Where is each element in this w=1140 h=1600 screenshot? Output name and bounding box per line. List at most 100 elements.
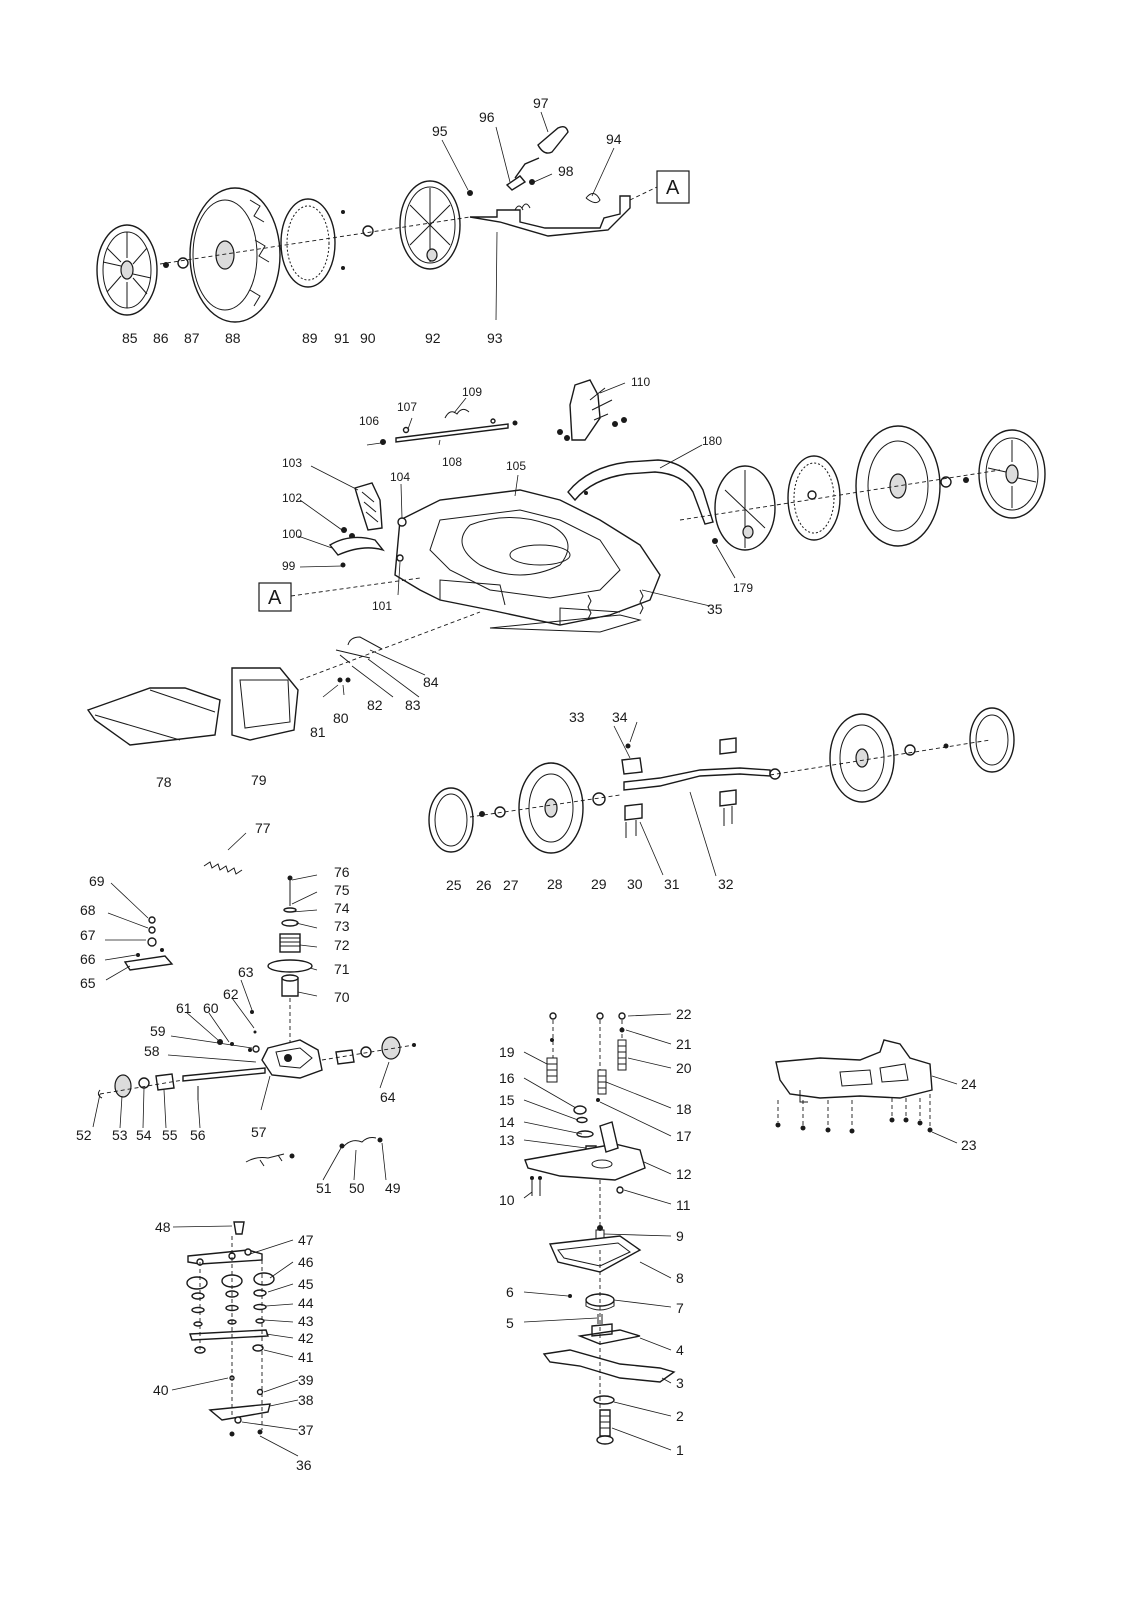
rear-wheel-assembly-top: A [96, 125, 690, 323]
bracket-65 [123, 955, 174, 971]
bearing-27 [494, 806, 506, 818]
screw-91b [341, 266, 345, 270]
label-87: 87 [184, 330, 200, 346]
washer-2 [593, 1395, 615, 1405]
label-180: 180 [702, 434, 722, 448]
label-11: 11 [676, 1197, 691, 1213]
tire-88 [189, 187, 281, 323]
nut-86 [163, 262, 169, 268]
bracket-plate-12 [524, 1121, 646, 1181]
blade-3 [542, 1349, 676, 1383]
callout-a-box-mid [258, 582, 292, 612]
deck-105 [394, 489, 661, 633]
label-27: 27 [503, 877, 519, 893]
bolt-1 [596, 1409, 614, 1445]
label-3: 3 [676, 1375, 684, 1391]
label-105: 105 [506, 459, 526, 473]
label-61: 61 [176, 1000, 192, 1016]
knob-97 [537, 125, 569, 154]
label-34: 34 [612, 709, 628, 725]
label-17: 17 [676, 1128, 692, 1144]
screw-63 [250, 1010, 254, 1014]
part-number-labels: 97 96 95 94 98 85 86 87 88 89 91 90 92 9… [76, 95, 977, 1473]
label-103: 103 [282, 456, 302, 470]
screw-179 [712, 538, 718, 544]
label-74: 74 [334, 900, 350, 916]
front-axle-assembly [428, 707, 1015, 854]
label-106: 106 [359, 414, 379, 428]
rear-flap-24 [775, 1039, 933, 1099]
screw-102 [341, 527, 347, 533]
belt-8 [548, 1235, 642, 1273]
lever-100 [328, 536, 385, 556]
label-19: 19 [499, 1044, 515, 1060]
leader-lines [92, 111, 958, 1457]
label-55: 55 [162, 1127, 178, 1143]
label-40: 40 [153, 1382, 169, 1398]
label-84: 84 [423, 674, 439, 690]
label-36: 36 [296, 1457, 312, 1473]
washer-104 [397, 517, 407, 527]
hub-cap-right [978, 429, 1046, 519]
label-8: 8 [676, 1270, 684, 1286]
label-101: 101 [372, 599, 392, 613]
label-37: 37 [298, 1422, 314, 1438]
label-64: 64 [380, 1089, 396, 1105]
label-52: 52 [76, 1127, 92, 1143]
label-107: 107 [397, 400, 417, 414]
bracket-31 [624, 803, 643, 821]
hub-cap-85 [96, 224, 158, 316]
label-15: 15 [499, 1092, 515, 1108]
label-13: 13 [499, 1132, 515, 1148]
label-77: 77 [255, 820, 271, 836]
label-109: 109 [462, 385, 482, 399]
label-60: 60 [203, 1000, 219, 1016]
gearbox-assembly [97, 875, 416, 1167]
wheel-cover-right [714, 465, 776, 551]
washer-107 [402, 426, 410, 434]
label-39: 39 [298, 1372, 314, 1388]
label-56: 56 [190, 1127, 206, 1143]
pin-5 [597, 1314, 603, 1324]
label-70: 70 [334, 989, 350, 1005]
screw-91a [341, 210, 345, 214]
washer-22 [618, 1012, 626, 1020]
label-38: 38 [298, 1392, 314, 1408]
label-85: 85 [122, 330, 138, 346]
label-43: 43 [298, 1313, 314, 1329]
washer-37 [234, 1416, 242, 1424]
label-44: 44 [298, 1295, 314, 1311]
label-69: 69 [89, 873, 105, 889]
spring-lever-96 [505, 157, 540, 191]
label-57: 57 [251, 1124, 267, 1140]
washer-74 [283, 907, 297, 913]
screw-34 [625, 743, 631, 749]
grass-box-frame-79 [231, 667, 299, 741]
screw-80 [345, 677, 351, 683]
label-30: 30 [627, 876, 643, 892]
screw-36b [257, 1429, 263, 1435]
pulley-71 [267, 959, 313, 973]
label-4: 4 [676, 1342, 684, 1358]
spring-35 [587, 589, 644, 620]
bracket-33 [621, 757, 643, 775]
screw-81 [337, 677, 343, 683]
label-96: 96 [479, 109, 495, 125]
bracket-103 [354, 482, 383, 531]
label-18: 18 [676, 1101, 692, 1117]
rear-flap-assembly [775, 1039, 933, 1134]
screws-30 [625, 820, 637, 838]
key-6 [568, 1294, 572, 1298]
clip-52 [97, 1089, 103, 1099]
screws-23 [775, 1117, 933, 1134]
label-48: 48 [155, 1219, 171, 1235]
label-23: 23 [961, 1137, 977, 1153]
bushing-55 [155, 1073, 175, 1091]
label-90: 90 [360, 330, 376, 346]
nut-16 [573, 1105, 587, 1115]
bracket-110 [557, 379, 627, 441]
label-82: 82 [367, 697, 383, 713]
label-93: 93 [487, 330, 503, 346]
label-31: 31 [664, 876, 680, 892]
